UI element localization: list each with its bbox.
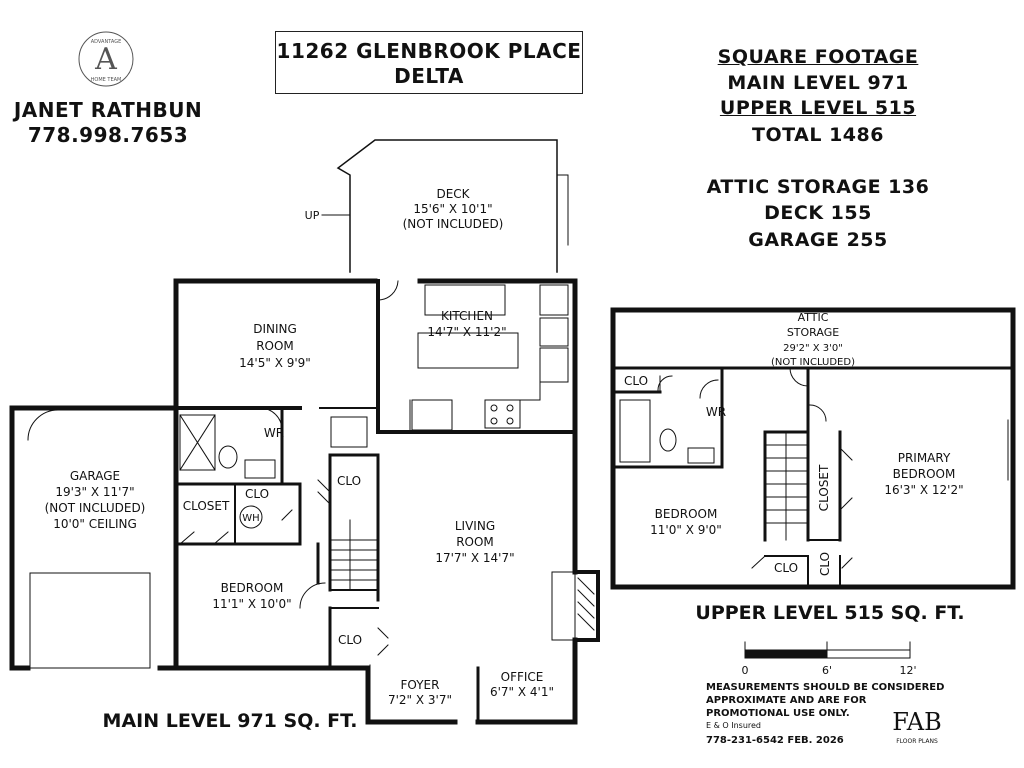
foyer-label-2: 7'2" X 3'7" [388,693,452,707]
dining-label-3: 14'5" X 9'9" [239,356,311,370]
address-line-1: 11262 GLENBROOK PLACE [276,39,582,63]
main-clo3-label: CLO [338,633,362,647]
main-outer-wall [173,278,578,440]
living-label-1: LIVING [455,519,495,533]
deck-label-3: (NOT INCLUDED) [403,217,504,231]
sqft-total: TOTAL 1486 [752,124,884,146]
foyer-label-1: FOYER [401,678,440,692]
main-bedroom-label-2: 11'1" X 10'0" [212,597,291,611]
deck-label-2: 15'6" X 10'1" [413,202,492,216]
logo-letter: A [94,42,117,77]
contact-text: 778-231-6542 FEB. 2026 [706,735,844,746]
fab-subtext: FLOOR PLANS [896,738,938,745]
disclaimer-line-1: MEASUREMENTS SHOULD BE CONSIDERED [706,682,944,693]
logo-bottom-text: HOME TEAM [91,77,122,83]
garage-outline [9,405,179,671]
sqft-attic: ATTIC STORAGE 136 [706,176,930,198]
address-line-2: DELTA [394,64,464,88]
agent-name: JANET RATHBUN [13,98,203,122]
upper-closet-label: CLOSET [817,464,831,511]
deck-label-1: DECK [436,187,470,201]
logo-top-text: ADVANTAGE [91,39,121,45]
main-closet-label: CLOSET [183,499,230,513]
main-clo2-label: CLO [245,487,269,501]
garage-label-1: GARAGE [70,469,120,483]
living-label-3: 17'7" X 14'7" [435,551,514,565]
attic-label-1: ATTIC [798,311,829,324]
garage-label-4: 10'0" CEILING [53,517,137,531]
attic-label-2: STORAGE [787,326,839,339]
disclaimer-line-2: APPROXIMATE AND ARE FOR [706,695,867,706]
scale-label-6: 6' [822,664,832,677]
living-label-2: ROOM [456,535,494,549]
upper-clo3-label: CLO [818,552,832,576]
up-label: UP [305,209,320,222]
garage-label-2: 19'3" X 11'7" [55,485,134,499]
dining-label-1: DINING [253,322,297,336]
office-label-1: OFFICE [501,670,544,684]
deck-outline [336,139,558,273]
upper-bedroom-label-1: BEDROOM [655,507,718,521]
office-label-2: 6'7" X 4'1" [490,685,554,699]
insured-text: E & O Insured [706,721,761,730]
sqft-garage: GARAGE 255 [748,229,888,251]
upper-wr-label: WR [706,405,726,419]
primary-label-2: BEDROOM [893,467,956,481]
address-box [275,31,583,94]
sqft-deck: DECK 155 [764,202,872,224]
main-wr-label: WR [264,426,284,440]
primary-label-3: 16'3" X 12'2" [884,483,963,497]
sqft-heading: SQUARE FOOTAGE [717,46,919,68]
scale-label-12: 12' [899,664,916,677]
primary-label-1: PRIMARY [898,451,951,465]
agent-phone: 778.998.7653 [27,123,189,147]
scale-label-0: 0 [742,664,749,677]
upper-outline [610,307,1016,590]
upper-level-caption: UPPER LEVEL 515 SQ. FT. [695,602,964,624]
upper-clo2-label: CLO [774,561,798,575]
disclaimer-line-3: PROMOTIONAL USE ONLY. [706,708,850,719]
main-clo1-label: CLO [337,474,361,488]
garage-label-3: (NOT INCLUDED) [45,501,146,515]
main-bedroom-label-1: BEDROOM [221,581,284,595]
attic-label-3: 29'2" X 3'0" [783,343,843,354]
dining-label-2: ROOM [256,339,294,353]
upper-clo1-label: CLO [624,374,648,388]
upper-bedroom-label-2: 11'0" X 9'0" [650,523,722,537]
kitchen-label-1: KITCHEN [441,309,493,323]
sqft-main: MAIN LEVEL 971 [727,72,909,94]
fab-logo: FAB [892,708,942,736]
attic-label-4: (NOT INCLUDED) [771,357,855,368]
main-level-caption: MAIN LEVEL 971 SQ. FT. [103,710,358,732]
kitchen-label-2: 14'7" X 11'2" [427,325,506,339]
advantage-logo: A ADVANTAGE HOME TEAM [78,31,134,87]
wh-label: WH [242,513,259,524]
sqft-upper: UPPER LEVEL 515 [719,97,917,119]
